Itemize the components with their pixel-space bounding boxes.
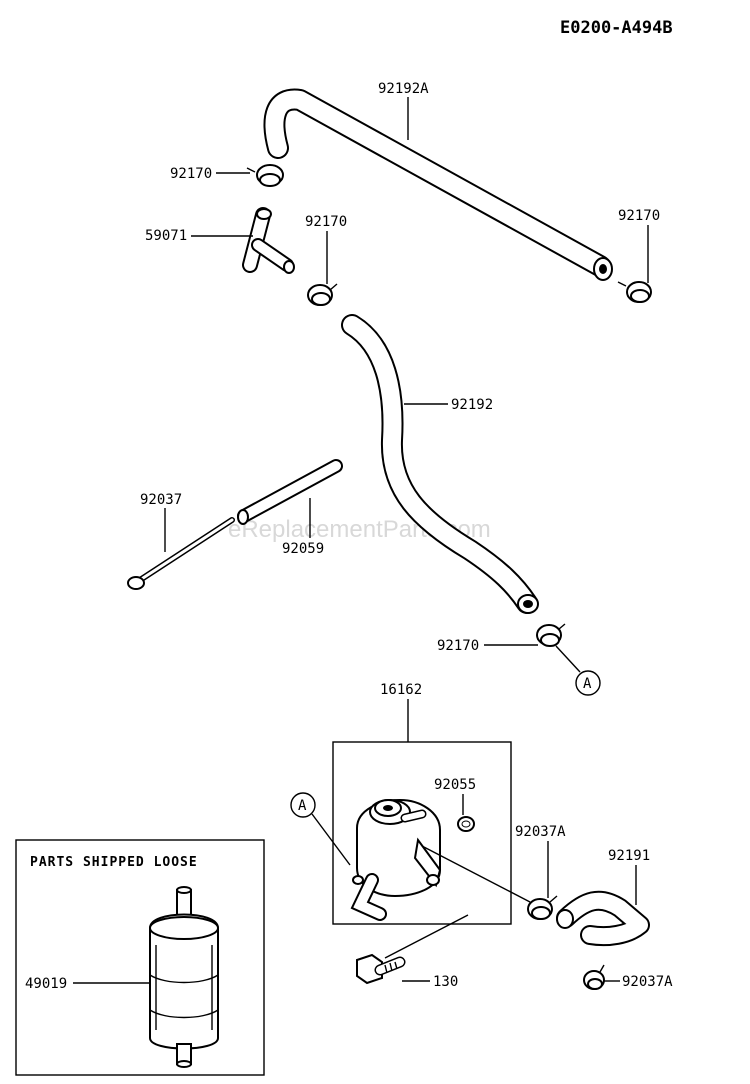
loose-parts-title: PARTS SHIPPED LOOSE xyxy=(30,855,198,870)
clamp-92037a-pump[interactable] xyxy=(527,895,558,920)
label-16162: 16162 xyxy=(380,682,422,698)
hose-92192[interactable] xyxy=(341,314,539,614)
band-92037[interactable] xyxy=(127,517,235,590)
oring-92055[interactable] xyxy=(457,816,475,832)
label-49019: 49019 xyxy=(25,976,67,992)
connector-a-upper-label: A xyxy=(583,676,592,692)
tube-92059[interactable] xyxy=(237,459,343,525)
clamp-92037a-bottom[interactable] xyxy=(583,964,605,990)
label-92059: 92059 xyxy=(282,541,324,557)
hose-92192a[interactable] xyxy=(263,88,613,281)
clamp-92170-lower[interactable] xyxy=(536,623,566,647)
label-92055: 92055 xyxy=(434,777,476,793)
label-92170-c: 92170 xyxy=(618,208,660,224)
bolt-line xyxy=(384,914,469,959)
connector-a-lower-label: A xyxy=(298,798,307,814)
connector-a-upper: A xyxy=(555,645,601,696)
label-92192a: 92192A xyxy=(378,81,429,97)
diagram-code: E0200-A494B xyxy=(560,18,673,38)
label-92170-a: 92170 xyxy=(170,166,212,182)
clamp-92170-upper-right[interactable] xyxy=(617,281,652,303)
clamp-92170-upper-left[interactable] xyxy=(246,164,284,187)
hose-92191[interactable] xyxy=(556,890,650,947)
filter-49019[interactable] xyxy=(149,886,219,1068)
clamp-92170-mid[interactable] xyxy=(307,283,338,306)
loose-parts-box xyxy=(15,839,265,1076)
assembly-box-16162 xyxy=(332,741,512,925)
fuel-pump-16162[interactable] xyxy=(350,798,442,921)
label-92037a-b: 92037A xyxy=(622,974,673,990)
label-92170-b: 92170 xyxy=(305,214,347,230)
joint-59071[interactable] xyxy=(242,207,295,274)
label-59071: 59071 xyxy=(145,228,187,244)
label-92037a-a: 92037A xyxy=(515,824,566,840)
label-92170-d: 92170 xyxy=(437,638,479,654)
bolt-130[interactable] xyxy=(356,953,406,985)
label-92192: 92192 xyxy=(451,397,493,413)
label-92037: 92037 xyxy=(140,492,182,508)
label-130: 130 xyxy=(433,974,458,990)
pump-outlet-line xyxy=(421,845,531,903)
label-92191: 92191 xyxy=(608,848,650,864)
connector-a-lower: A xyxy=(290,792,351,866)
